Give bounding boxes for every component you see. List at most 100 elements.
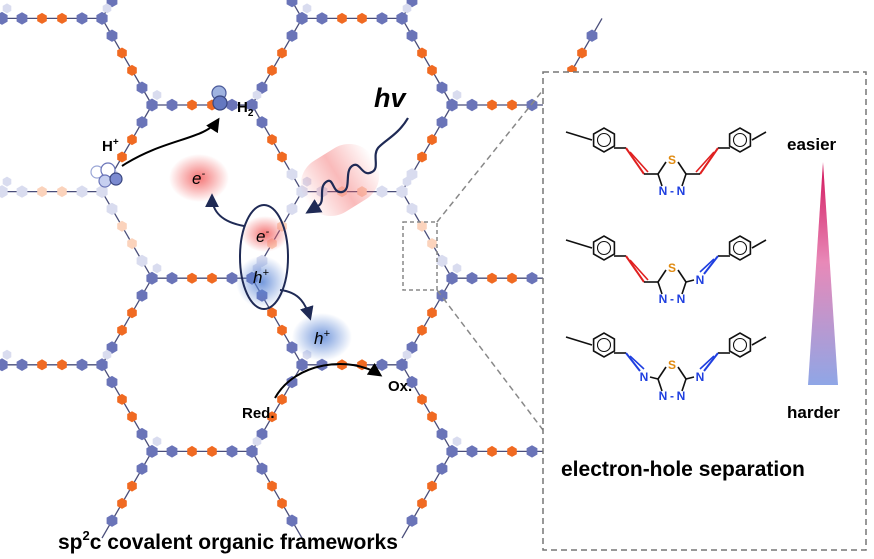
ring-n-label: N <box>659 292 668 306</box>
benzene-ring <box>592 332 616 358</box>
node-ring <box>96 358 108 372</box>
ring-dash: - <box>670 292 674 306</box>
node-ring <box>406 341 418 354</box>
ring-n-label: N <box>659 184 668 198</box>
node-ring <box>76 12 88 25</box>
node-ring <box>286 514 298 527</box>
linker-ring <box>337 12 347 24</box>
hv-label: hv <box>374 83 407 113</box>
linker-ring <box>417 47 427 59</box>
electron-glow <box>169 154 229 202</box>
node-ring <box>246 98 258 112</box>
zoom-connector-top <box>436 89 544 223</box>
node-ring <box>166 98 178 112</box>
pair-hole-label: h+ <box>253 267 269 287</box>
pair-electron-label: e- <box>256 226 269 246</box>
ring-bond <box>681 281 687 295</box>
terminal-bond <box>565 239 593 249</box>
linker-ring <box>277 497 287 509</box>
node-ring <box>526 272 538 285</box>
node-ring <box>146 98 158 112</box>
node-ring-faded <box>452 263 462 274</box>
sulfur-label: S <box>668 153 676 167</box>
hydrogen-evolution-arrow <box>121 117 220 167</box>
node-ring <box>466 445 478 458</box>
linker-ring <box>127 64 137 76</box>
node-ring <box>256 462 268 475</box>
ring-n-label: N <box>677 389 686 403</box>
proton-cluster-icon <box>90 162 123 188</box>
oxidized-label: Ox. <box>388 378 412 395</box>
node-ring <box>106 375 118 389</box>
ring-dash: - <box>670 389 674 403</box>
panel-footer: electron-hole separation <box>561 458 805 481</box>
node-ring <box>586 29 598 42</box>
imine-n-label: N <box>696 370 705 384</box>
hydrogen-molecule-icon <box>211 85 228 111</box>
linker-ring <box>117 393 127 405</box>
linker-ring <box>277 324 287 336</box>
node-ring-faded <box>2 349 12 360</box>
ring-bond <box>657 173 663 187</box>
electron-transfer-arrow <box>205 193 245 227</box>
pair-electron-glow <box>241 216 289 252</box>
node-ring <box>436 427 448 441</box>
ring-bond <box>657 281 663 295</box>
oxidation-arrow <box>274 362 383 399</box>
node-ring <box>106 202 118 216</box>
linker-ring <box>507 99 517 111</box>
aromatic-circle <box>732 132 748 148</box>
linker-ring <box>37 359 47 371</box>
node-ring <box>526 445 538 458</box>
linker-molecule: SN-N <box>565 127 767 198</box>
benzene-ring <box>592 127 616 153</box>
node-ring <box>286 29 298 42</box>
aromatic-circle <box>732 337 748 353</box>
node-ring <box>0 11 8 25</box>
node-ring <box>16 358 28 371</box>
node-ring <box>136 289 148 302</box>
imine-bond <box>703 255 719 275</box>
reductant-label: Red. <box>242 405 275 422</box>
node-ring <box>226 272 238 285</box>
linker-ring <box>427 411 437 423</box>
node-ring <box>376 185 388 198</box>
node-ring <box>436 462 448 475</box>
node-ring-faded <box>152 263 162 274</box>
node-ring <box>526 98 538 112</box>
node-ring-faded <box>102 3 112 14</box>
linker-ring <box>267 411 277 423</box>
linker-ring <box>117 324 127 336</box>
node-ring <box>256 116 268 129</box>
node-ring-faded <box>402 3 412 14</box>
node-ring <box>16 12 28 25</box>
linker-ring <box>127 480 137 492</box>
node-ring <box>136 116 148 129</box>
aromatic-circle <box>596 337 612 353</box>
linker-ring <box>117 151 127 163</box>
vinylene-bond <box>625 255 645 283</box>
linker-ring <box>37 12 47 24</box>
node-ring <box>396 358 408 372</box>
ring-bond <box>677 366 687 380</box>
node-ring <box>136 427 148 441</box>
node-ring <box>146 271 158 285</box>
sulfur-label: S <box>668 358 676 372</box>
benzene-ring <box>728 127 752 153</box>
zoom-selection-box <box>402 221 438 291</box>
node-ring <box>446 444 458 458</box>
node-ring-faded <box>452 90 462 100</box>
linker-ring <box>277 393 287 405</box>
node-ring-faded <box>102 349 112 360</box>
linker-ring <box>187 99 197 111</box>
harder-label: harder <box>787 403 840 422</box>
imine-n-label: N <box>640 370 649 384</box>
easier-label: easier <box>787 135 837 154</box>
node-ring <box>76 185 88 198</box>
node-ring <box>136 254 148 268</box>
node-ring <box>16 185 28 198</box>
linker-ring <box>57 186 67 198</box>
linker-ring <box>417 497 427 509</box>
